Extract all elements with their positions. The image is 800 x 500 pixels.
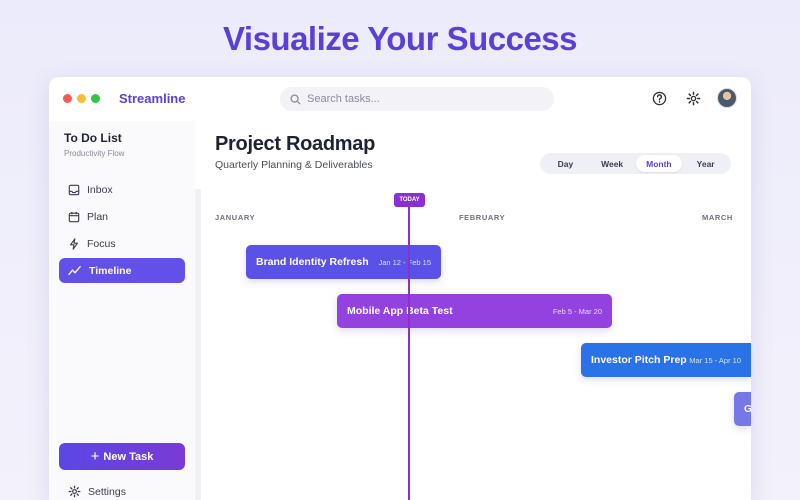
search-icon [290,93,301,105]
timeline-task-bar[interactable]: Brand Identity Refresh Jan 12 - Feb 15 [246,245,441,279]
task-dates: Feb 5 - Mar 20 [552,306,602,316]
avatar[interactable] [717,88,737,108]
view-switcher: Day Week Month Year [540,153,731,174]
page-subtitle: Quarterly Planning & Deliverables [215,159,373,171]
sidebar: To Do List Productivity Flow Inbox Plan … [49,121,195,500]
new-task-button[interactable]: + New Task [59,443,185,470]
today-badge: TODAY [394,193,425,207]
help-icon[interactable] [649,88,669,108]
timeline-task-bar[interactable]: G [734,392,751,426]
sidebar-nav: Inbox Plan Focus Timeline [59,177,185,285]
sidebar-item-focus[interactable]: Focus [59,231,185,256]
hero-title: Visualize Your Success [222,20,578,57]
sidebar-item-timeline[interactable]: Timeline [59,258,185,283]
sidebar-item-label: Timeline [89,264,132,277]
gear-icon [68,485,81,498]
close-window-button[interactable] [63,94,72,103]
sidebar-item-inbox[interactable]: Inbox [59,177,185,202]
workspace-title: To Do List [64,131,122,145]
view-day-tab[interactable]: Day [557,158,574,169]
search-placeholder: Search tasks... [307,93,380,105]
view-month-tab[interactable]: Month [635,155,683,172]
plus-icon: + [90,448,100,465]
settings-label: Settings [88,485,126,498]
sidebar-item-label: Focus [87,237,116,250]
month-label-january: JANUARY [215,213,256,222]
task-dates: Mar 15 - Apr 10 [689,355,741,365]
task-name: Investor Pitch Prep [591,354,687,366]
new-task-label: New Task [103,450,154,463]
zoom-window-button[interactable] [91,94,100,103]
view-year-tab[interactable]: Year [696,158,715,169]
sidebar-item-plan[interactable]: Plan [59,204,185,229]
task-name: Mobile App Beta Test [347,305,453,317]
main-content: Project Roadmap Quarterly Planning & Del… [201,121,751,500]
minimize-window-button[interactable] [77,94,86,103]
timeline-task-bar[interactable]: Mobile App Beta Test Feb 5 - Mar 20 [337,294,612,328]
task-name: Brand Identity Refresh [256,256,369,268]
title-bar: Streamline Search tasks... [49,77,751,121]
calendar-icon [68,211,80,222]
month-label-february: FEBRUARY [459,213,506,222]
task-dates: Jan 12 - Feb 15 [378,257,431,267]
timeline-task-bar[interactable]: Investor Pitch Prep Mar 15 - Apr 10 [581,343,751,377]
window-controls [63,94,100,103]
search-input[interactable]: Search tasks... [280,87,554,111]
view-week-tab[interactable]: Week [601,158,624,169]
workspace-subtitle: Productivity Flow [64,149,125,158]
today-marker-line [408,198,410,500]
month-label-march: MARCH [702,213,733,222]
sidebar-item-label: Plan [87,210,109,223]
app-name: Streamline [119,91,186,106]
trend-icon [68,265,81,275]
sidebar-divider[interactable] [195,189,201,500]
sidebar-item-settings[interactable]: Settings [68,485,126,498]
page-title: Project Roadmap [215,133,375,155]
gear-icon[interactable] [683,88,703,108]
sidebar-item-label: Inbox [87,183,113,196]
inbox-icon [68,184,80,195]
top-icons [649,88,737,108]
app-window: Streamline Search tasks... To Do List Pr… [49,77,751,500]
task-name: G [744,403,751,415]
bolt-icon [70,237,78,250]
